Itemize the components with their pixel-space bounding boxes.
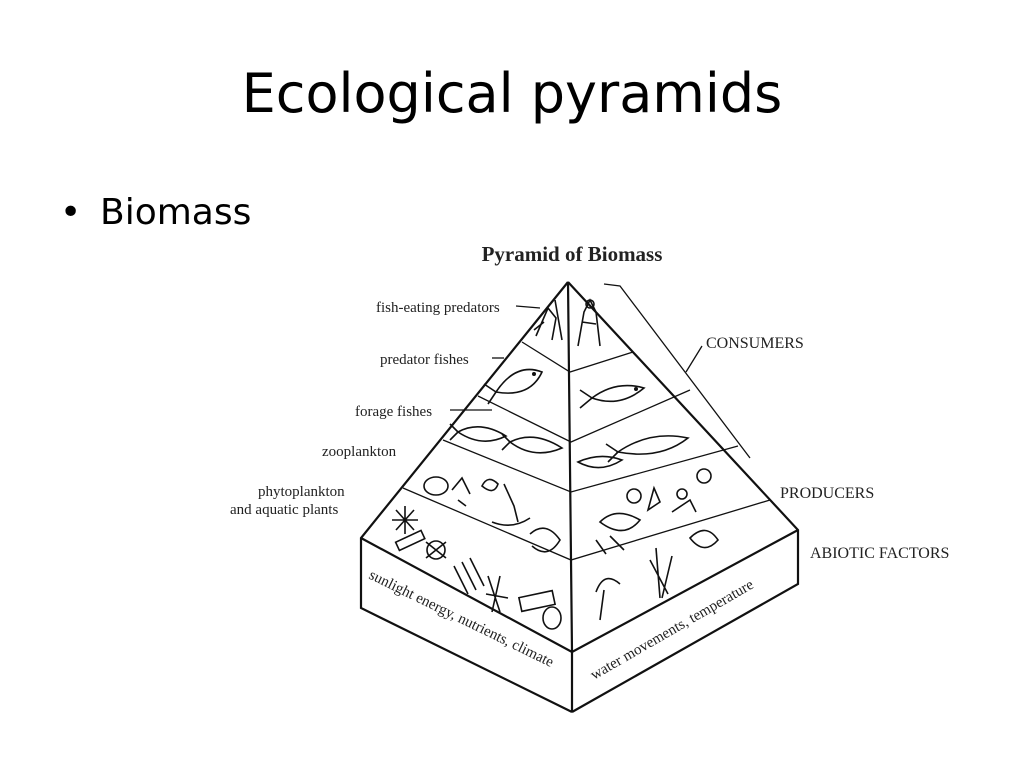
bullet-symbol: • bbox=[60, 192, 82, 233]
tier-dividers bbox=[402, 341, 771, 561]
fish-eating-predators-illustration bbox=[533, 298, 601, 347]
consumers-leader bbox=[685, 345, 703, 373]
divider-forage-fish bbox=[442, 439, 739, 493]
phytoplankton-illustration bbox=[392, 506, 720, 630]
label-forage-fishes: forage fishes bbox=[355, 404, 432, 420]
label-consumers: CONSUMERS bbox=[706, 335, 804, 352]
forage-fishes-illustration bbox=[449, 423, 690, 469]
consumers-bracket bbox=[603, 283, 751, 459]
label-fish-eating-predators: fish-eating predators bbox=[376, 300, 500, 316]
bullet-item: • Biomass bbox=[60, 192, 251, 233]
divider-predator-fish bbox=[477, 389, 691, 443]
label-phytoplankton-line2: and aquatic plants bbox=[230, 502, 338, 518]
label-abiotic-factors: ABIOTIC FACTORS bbox=[810, 545, 949, 562]
label-producers: PRODUCERS bbox=[780, 485, 874, 502]
label-zooplankton: zooplankton bbox=[322, 444, 397, 460]
base-left-face-text: sunlight energy, nutrients, climate bbox=[366, 567, 556, 671]
zooplankton-illustration bbox=[423, 468, 712, 526]
label-predator-fishes: predator fishes bbox=[380, 352, 469, 368]
label-phytoplankton-line1: phytoplankton bbox=[258, 484, 345, 500]
figure-title: Pyramid of Biomass bbox=[482, 242, 663, 266]
divider-predators bbox=[521, 341, 634, 373]
slide-title: Ecological pyramids bbox=[241, 62, 783, 125]
divider-zooplankton bbox=[402, 487, 771, 561]
predator-fishes-illustration bbox=[483, 368, 646, 409]
leader-fish-eating-predators bbox=[515, 305, 541, 309]
bullet-text: Biomass bbox=[100, 192, 252, 233]
